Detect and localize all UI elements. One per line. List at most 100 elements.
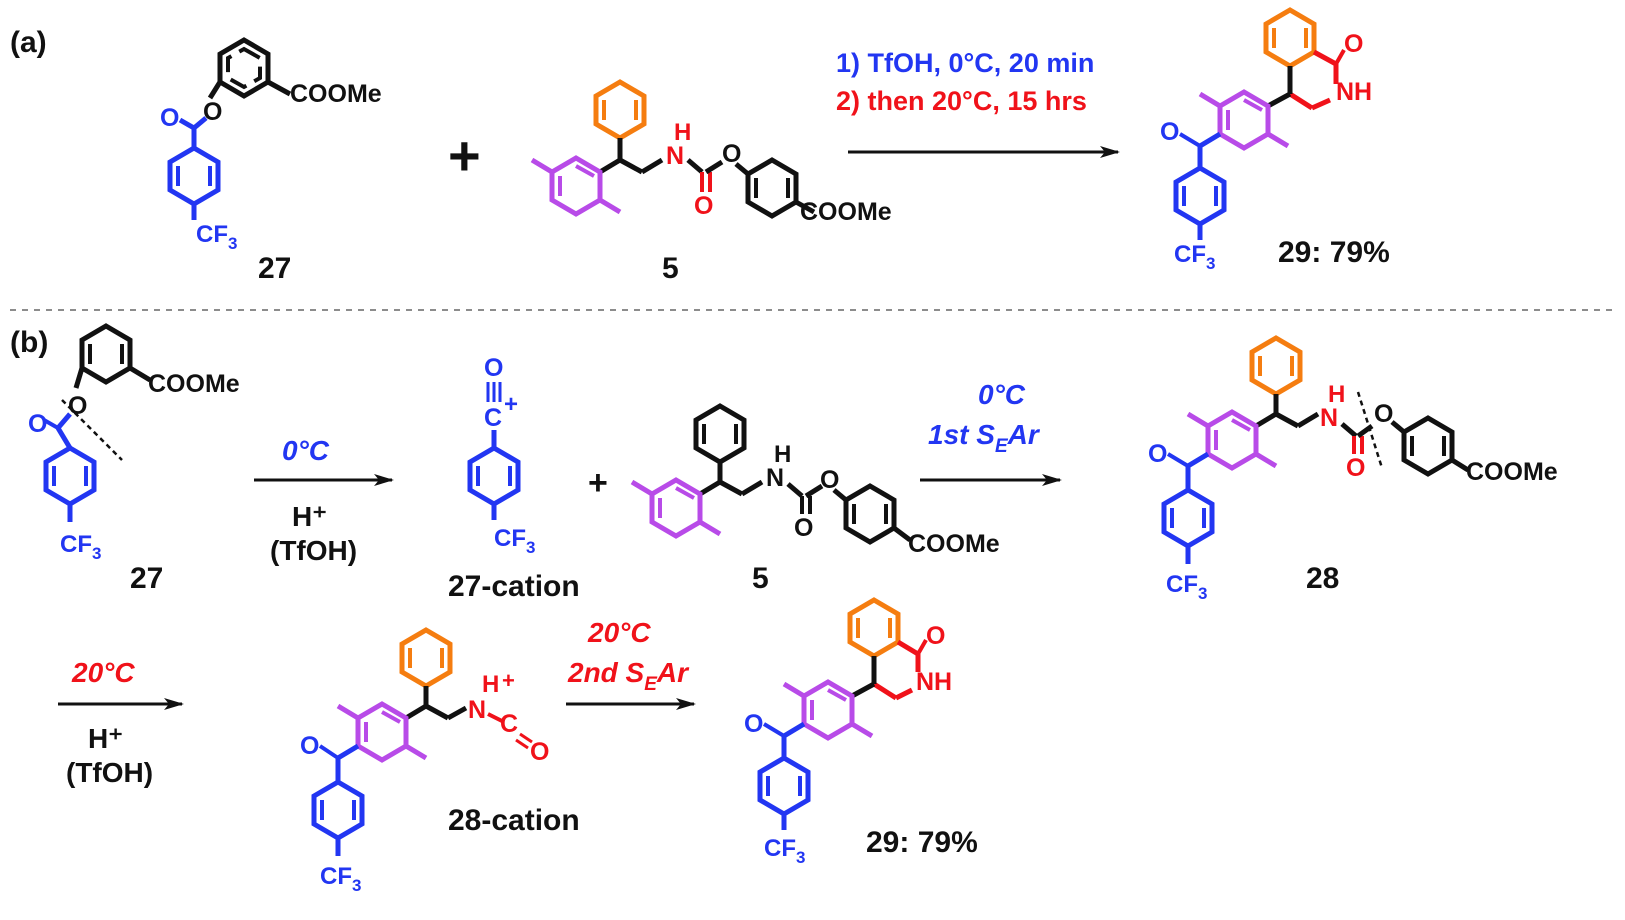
plus-sign: + (588, 464, 608, 502)
compound-number: 28 (1306, 562, 1339, 595)
ester-oxygen: O (68, 392, 87, 420)
cation-label: 28-cation (448, 804, 580, 837)
nh-h: H (482, 671, 499, 698)
isocyanate-carbon: C (500, 710, 518, 738)
compound-5-b: H N O O COOMe 5 (630, 403, 1000, 595)
cf3-label: CF3 (1174, 241, 1215, 273)
salicylate-ring (217, 37, 271, 99)
ester-label: COOMe (148, 370, 240, 398)
aryl-ring-blue (757, 755, 811, 817)
phenyl-ring-orange (847, 597, 901, 659)
panel-b-label: (b) (10, 326, 48, 359)
arrow3-reagent-name: (TfOH) (66, 757, 153, 788)
lactam-nh: NH (1336, 78, 1372, 106)
arrow4-step: 2nd SEAr (567, 657, 690, 695)
nh-n: N (1320, 404, 1338, 432)
benzoate-ring (1401, 415, 1455, 477)
isocyanate-oxygen: O (530, 738, 549, 766)
carbonyl-oxygen: O (28, 410, 47, 438)
arrow1-temp: 0°C (282, 435, 330, 466)
cleavage-line (1356, 391, 1384, 469)
compound-number: 27 (258, 252, 291, 285)
cation-charge: + (502, 668, 515, 693)
cation-label: 27-cation (448, 570, 580, 603)
arrow2-step: 1st SEAr (928, 419, 1041, 457)
aryloxy-oxygen: O (722, 140, 741, 168)
cf3-label: CF3 (60, 531, 101, 563)
plus-sign: + (448, 124, 481, 187)
aryl-ring-blue (43, 445, 97, 507)
xylyl-ring-purple (1217, 89, 1271, 151)
nh-n: N (666, 142, 684, 170)
cf3-label: CF3 (1166, 571, 1207, 603)
aryl-ring-blue (311, 779, 365, 841)
benzoate-ring (745, 157, 799, 219)
xylyl-ring-purple (355, 701, 409, 763)
nh-h: H (774, 441, 791, 468)
yield-label: 29: 79% (1278, 236, 1390, 269)
aryl-ring-blue (167, 145, 221, 207)
acylium-oxygen: O (484, 354, 503, 382)
ester-label: COOMe (1466, 458, 1558, 486)
arrow3-temp: 20°C (71, 657, 135, 688)
product-29-b: O NH O CF3 29: 79% (744, 597, 978, 867)
xylyl-ring-purple (549, 155, 603, 217)
aryloxy-oxygen: O (1374, 400, 1393, 428)
yield-label: 29: 79% (866, 826, 978, 859)
cf3-label: CF3 (764, 835, 805, 867)
lactam-oxygen: O (1344, 30, 1363, 58)
acylium-carbon: C (484, 404, 502, 432)
ester-label: COOMe (800, 198, 892, 226)
arrow1-reagent: H⁺ (292, 501, 327, 532)
ketone-oxygen: O (1160, 118, 1179, 146)
nh-h: H (1328, 381, 1345, 408)
carbamate-oxygen: O (1346, 454, 1365, 482)
condition-step-1: 1) TfOH, 0°C, 20 min (836, 48, 1094, 78)
nh-n: N (766, 464, 784, 492)
aryl-ring-blue (1173, 165, 1227, 227)
phenyl-ring-orange (593, 79, 647, 141)
compound-27-a: COOMe O O CF3 27 (160, 37, 382, 285)
compound-5-a: H N O O COOMe 5 (530, 79, 892, 285)
compound-number: 5 (662, 252, 679, 285)
ketone-oxygen: O (1148, 440, 1167, 468)
salicylate-ring (79, 323, 133, 385)
xylyl-ring-purple (801, 679, 855, 741)
benzoate-ring (843, 483, 897, 545)
cf3-label: CF3 (320, 863, 361, 895)
cf3-label: CF3 (494, 525, 535, 557)
isocyanate-cation: O CF3 H N + C O 28-cation (300, 627, 580, 895)
arrow4-temp: 20°C (587, 617, 651, 648)
aryloxy-oxygen: O (820, 466, 839, 494)
product-29-a: O NH O CF3 29: 79% (1160, 7, 1390, 273)
carbamate-oxygen: O (694, 192, 713, 220)
ester-label: COOMe (290, 80, 382, 108)
arrow3-reagent: H⁺ (88, 723, 123, 754)
ketone-oxygen: O (744, 710, 763, 738)
aryl-ring-blue (467, 445, 521, 507)
nh-n: N (468, 696, 486, 724)
phenyl-ring-orange (1249, 335, 1303, 397)
arrow1-reagent-name: (TfOH) (270, 535, 357, 566)
ketone-oxygen: O (300, 732, 319, 760)
lactam-nh: NH (916, 668, 952, 696)
lactam-oxygen: O (926, 622, 945, 650)
xylyl-ring-purple (649, 477, 703, 539)
nh-h: H (674, 119, 691, 146)
phenyl-ring-orange (399, 627, 453, 689)
compound-number: 27 (130, 562, 163, 595)
cation-charge: + (504, 391, 518, 418)
arrow2-temp: 0°C (978, 379, 1026, 410)
compound-number: 5 (752, 562, 769, 595)
ester-oxygen: O (203, 98, 222, 126)
cf3-label: CF3 (196, 221, 237, 253)
carbamate-oxygen: O (794, 514, 813, 542)
compound-27-b: COOMe O O CF3 27 (28, 323, 240, 595)
carbonyl-oxygen: O (160, 104, 179, 132)
aryl-ring-blue (1161, 487, 1215, 549)
panel-a-label: (a) (10, 26, 47, 59)
acylium-cation: O C + CF3 27-cation (448, 354, 580, 603)
intermediate-28: O CF3 H N O O COOMe 28 (1148, 335, 1558, 603)
phenyl-ring (693, 403, 747, 465)
